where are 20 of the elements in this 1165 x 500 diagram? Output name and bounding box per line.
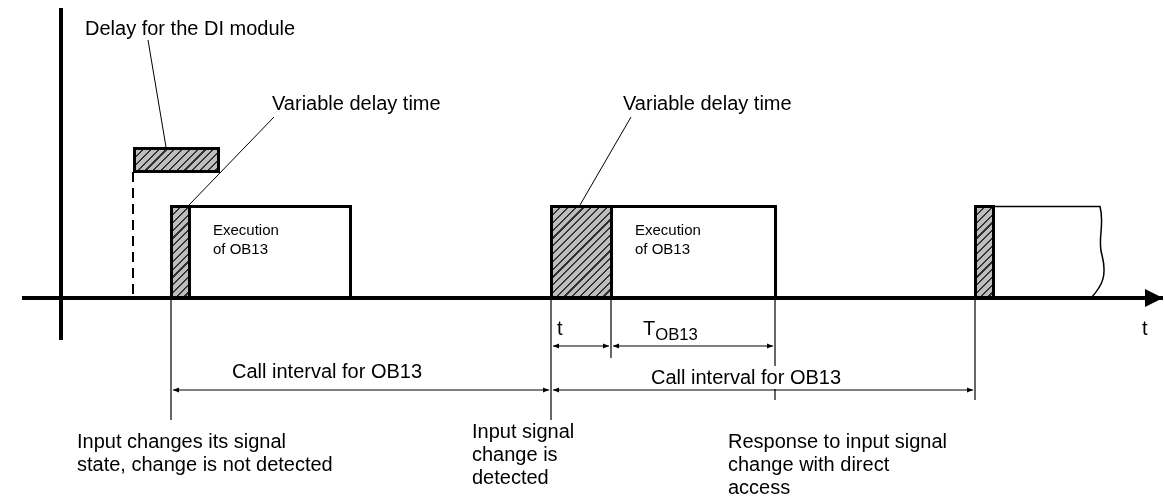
note-text: Input signal change is detected — [472, 420, 576, 489]
delay-bar — [170, 205, 191, 299]
annotation-text: Delay for the DI module — [85, 17, 296, 40]
execution-box — [995, 205, 1107, 299]
leader-line — [147, 39, 167, 148]
execution-box: Execution of OB13 — [613, 205, 777, 299]
delay-bar — [133, 147, 220, 173]
leader-line — [579, 116, 632, 206]
annotation-text: Variable delay time — [272, 92, 441, 115]
annotation-text: Variable delay time — [623, 92, 792, 115]
execution-box: Execution of OB13 — [191, 205, 352, 299]
dimension-label: t — [557, 317, 564, 340]
delay-bar — [974, 205, 995, 299]
axis-label: t — [1142, 317, 1149, 340]
leader-line — [188, 116, 275, 206]
dimension-label: T$_{OB13}$ — [643, 317, 699, 346]
dimension-label: Call interval for OB13 — [651, 366, 842, 389]
delay-bar — [550, 205, 613, 299]
note-text: Response to input signal change with direct access — [728, 430, 948, 499]
note-text: Input changes its signal state, change is not detected — [77, 430, 334, 476]
